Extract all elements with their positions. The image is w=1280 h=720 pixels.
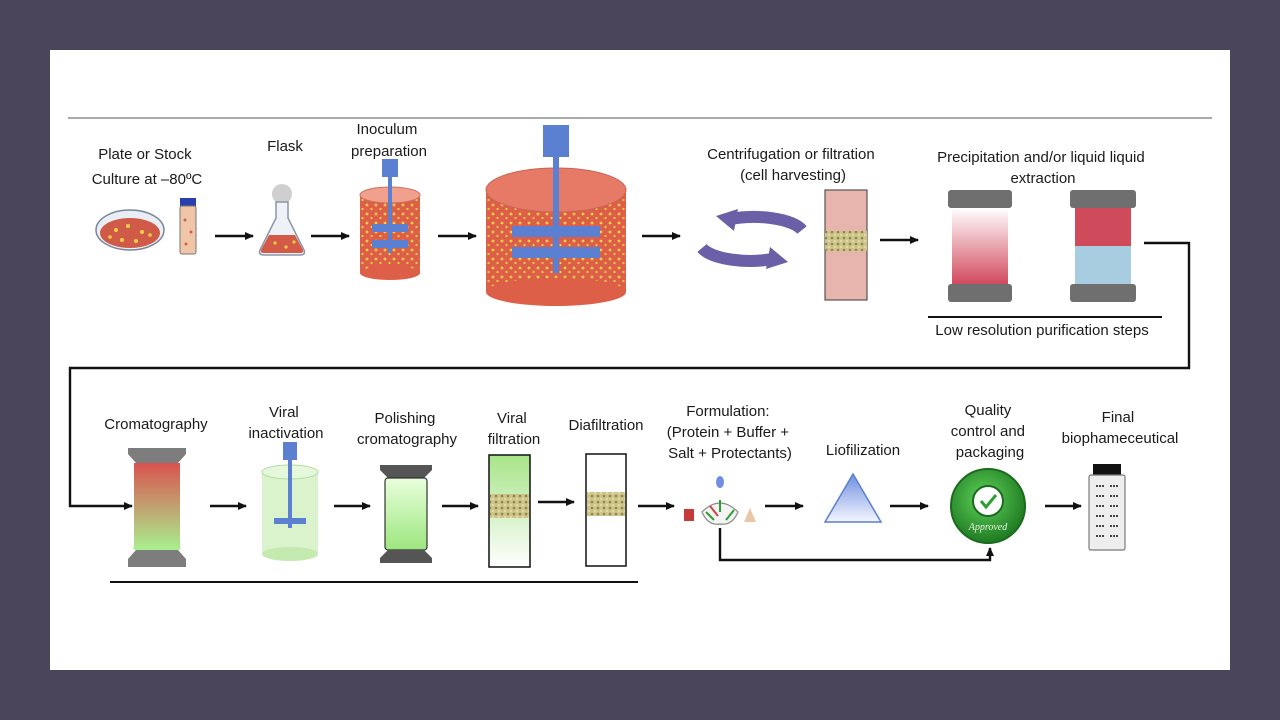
label-liofilization: Liofilization xyxy=(826,442,900,459)
arrow-connector-row xyxy=(68,241,1191,510)
label-flask: Flask xyxy=(267,138,303,155)
slide: Plate or Stock Culture at –80ºC Flask In… xyxy=(50,50,1230,670)
viral-filtration-column-icon xyxy=(488,454,531,568)
label-polishing: Polishing cromatography xyxy=(357,410,458,448)
inoculum-reactor-icon xyxy=(359,159,421,280)
label-diafiltration: Diafiltration xyxy=(568,417,643,434)
label-plate-stock: Plate or Stock Culture at –80ºC xyxy=(92,146,203,188)
liofilization-triangle-icon xyxy=(823,472,883,523)
chromatography-column-icon xyxy=(128,448,186,567)
label-formulation: Formulation: (Protein + Buffer + Salt + … xyxy=(667,403,793,462)
label-low-resolution: Low resolution purification steps xyxy=(935,322,1148,339)
label-viral-inactivation: Viral inactivation xyxy=(248,404,323,442)
diafiltration-column-icon xyxy=(585,453,627,567)
inactivation-vessel-icon xyxy=(261,442,319,561)
formulation-components-icon xyxy=(684,476,756,525)
label-inoculum: Inoculum preparation xyxy=(351,121,427,160)
approved-stamp-icon: Approved xyxy=(950,468,1026,544)
centrifuge-cycle-icon xyxy=(697,209,807,269)
label-cromatography: Cromatography xyxy=(104,416,208,433)
polishing-column-icon xyxy=(380,465,432,563)
approved-stamp-text: Approved xyxy=(968,522,1009,533)
precipitation-column-icon xyxy=(948,190,1012,302)
label-quality: Quality control and packaging xyxy=(951,402,1029,461)
petri-dish-icon xyxy=(95,209,165,251)
filtration-column-icon xyxy=(824,189,868,301)
stock-vial-icon xyxy=(179,198,197,255)
label-centrifugation: Centrifugation or filtration (cell harve… xyxy=(707,146,879,184)
arrow-formulation-to-quality xyxy=(718,528,994,562)
label-final: Final biophameceutical xyxy=(1062,409,1179,447)
flask-icon xyxy=(258,184,306,256)
bioreactor-icon xyxy=(485,125,627,306)
label-precipitation: Precipitation and/or liquid liquid extra… xyxy=(937,149,1149,187)
extraction-column-icon xyxy=(1070,190,1136,302)
final-vial-icon xyxy=(1088,464,1126,551)
bioprocess-diagram: Plate or Stock Culture at –80ºC Flask In… xyxy=(68,117,1212,583)
label-viral-filtration: Viral filtration xyxy=(488,410,541,448)
